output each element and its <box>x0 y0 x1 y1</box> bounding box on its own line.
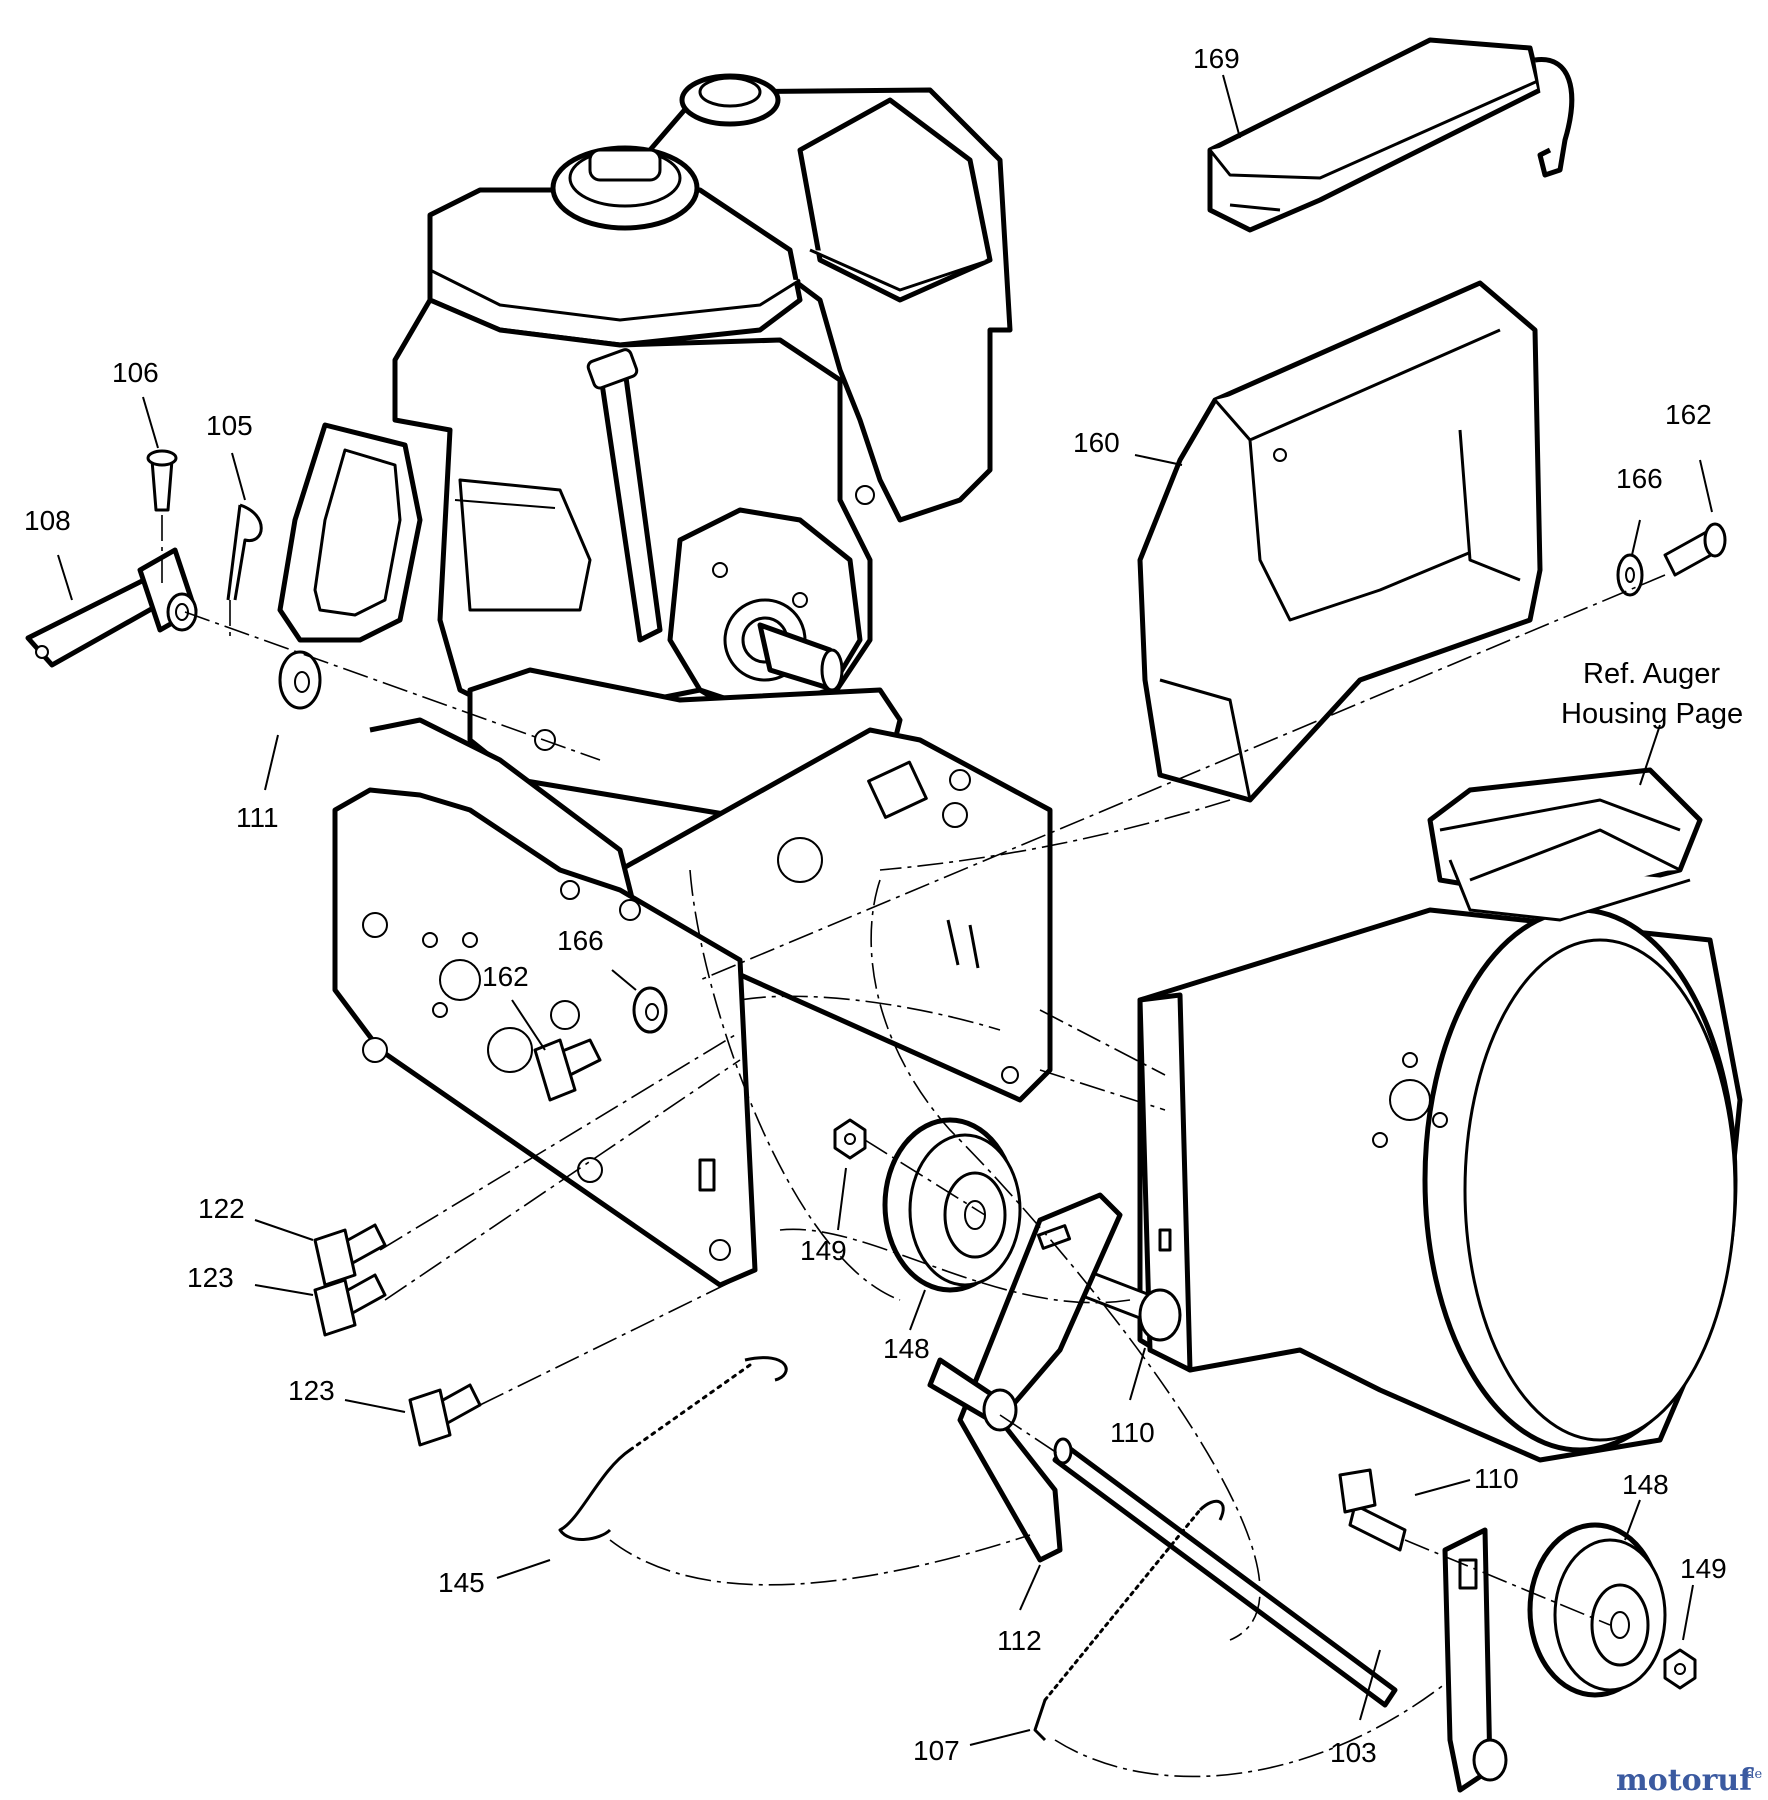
callout-160: 160 <box>1073 427 1120 458</box>
callouts: 169 160 162 166 106 105 108 111 166 162 … <box>24 43 1743 1768</box>
leader-lines <box>57 74 1713 1746</box>
callout-111: 111 <box>236 802 279 833</box>
callout-166-frame: 166 <box>557 925 604 956</box>
watermark-brand: motoruf <box>1616 1763 1754 1798</box>
part-149-nut-left <box>833 1118 867 1160</box>
part-103-shaft <box>1052 1437 1398 1708</box>
part-auger-housing-ref <box>1137 767 1743 1463</box>
part-108-link <box>25 547 198 668</box>
callout-162-right: 162 <box>1665 399 1712 430</box>
watermark-suffix: .de <box>1742 1767 1762 1782</box>
callout-112: 112 <box>997 1625 1042 1656</box>
callout-123-lower: 123 <box>288 1375 335 1406</box>
part-107-spring <box>1033 1499 1225 1742</box>
part-145-spring <box>558 1356 788 1541</box>
part-160-chute <box>1137 280 1543 803</box>
part-166-washer-right <box>1616 553 1644 597</box>
assembly-lines <box>161 515 1666 1778</box>
callout-110-right: 110 <box>1474 1463 1519 1494</box>
callout-103: 103 <box>1330 1737 1377 1768</box>
callout-149-left: 149 <box>800 1235 847 1266</box>
callout-148-right: 148 <box>1622 1469 1669 1500</box>
watermark-logo: motoruf .de <box>1616 1763 1762 1798</box>
part-148-pulley-right <box>1527 1522 1667 1698</box>
engine <box>277 73 1013 823</box>
ref-note-line1: Ref. Auger <box>1583 658 1720 690</box>
callout-108: 108 <box>24 505 71 536</box>
part-123-bolt-upper <box>313 1273 387 1337</box>
part-149-nut-right <box>1663 1648 1697 1690</box>
callout-169: 169 <box>1193 43 1240 74</box>
callout-122: 122 <box>198 1193 245 1224</box>
callout-145: 145 <box>438 1567 485 1598</box>
part-110-bolt-right <box>1338 1468 1407 1552</box>
callout-110-left: 110 <box>1110 1417 1155 1448</box>
part-166-washer-frame <box>632 986 668 1034</box>
part-bracket-right <box>1442 1527 1508 1793</box>
callout-148-left: 148 <box>883 1333 930 1364</box>
part-169-cover <box>1207 37 1575 233</box>
frame <box>332 717 1053 1288</box>
callout-162-frame: 162 <box>482 961 529 992</box>
callout-166-right: 166 <box>1616 463 1663 494</box>
part-106-pin <box>146 449 178 512</box>
ref-note-line2: Housing Page <box>1561 698 1743 730</box>
part-162-bolt-right <box>1663 522 1727 577</box>
part-123-bolt-lower <box>408 1383 482 1447</box>
callout-106: 106 <box>112 357 159 388</box>
part-105-hairpin <box>226 503 263 601</box>
part-148-pulley-left <box>882 1117 1022 1293</box>
callout-123-upper: 123 <box>187 1262 234 1293</box>
part-111-washer <box>278 650 322 710</box>
callout-105: 105 <box>206 410 253 441</box>
callout-149-right: 149 <box>1680 1553 1727 1584</box>
part-162-bolt-frame <box>533 1038 602 1102</box>
part-122-bolt <box>313 1223 387 1287</box>
callout-107: 107 <box>913 1735 960 1766</box>
part-112-idler-arm <box>927 1192 1123 1563</box>
